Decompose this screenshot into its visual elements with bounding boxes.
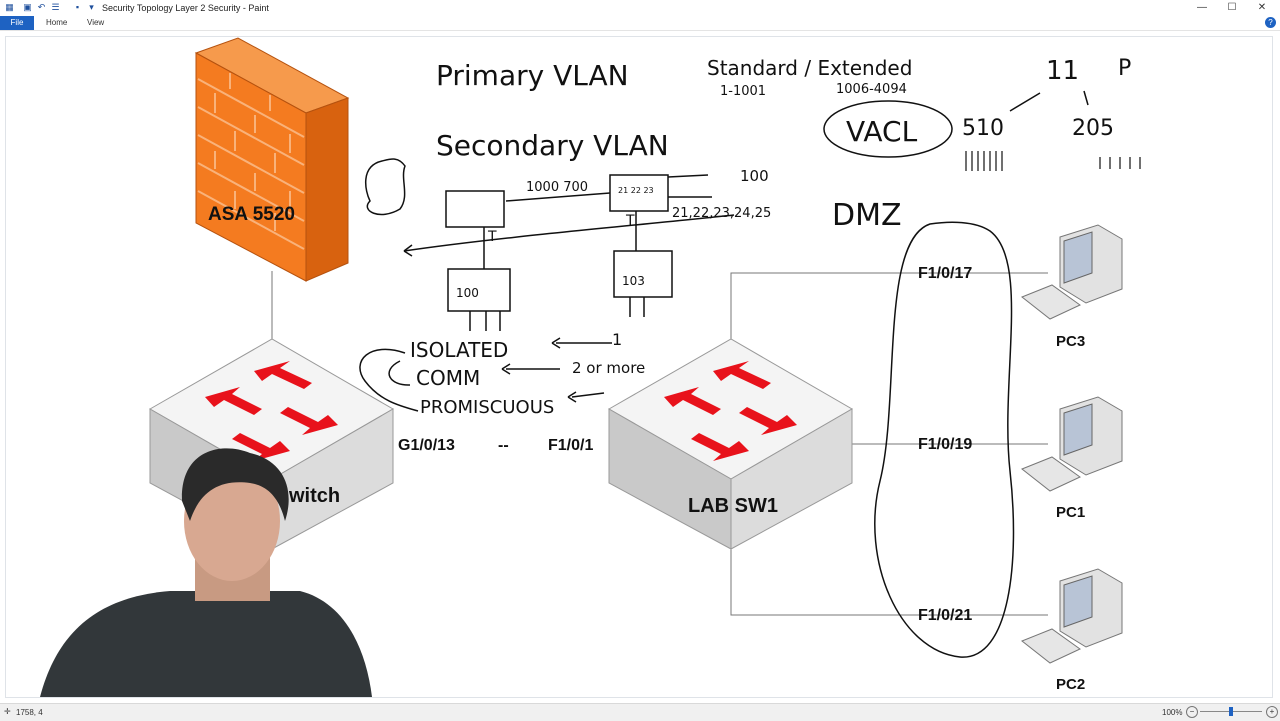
vlan-1000-700-note: 1000 700 bbox=[526, 180, 588, 195]
help-icon[interactable]: ? bbox=[1265, 17, 1276, 28]
trunk-t-left: T bbox=[487, 229, 497, 245]
zoom-in-button[interactable]: + bbox=[1266, 706, 1278, 718]
pc2-label: PC2 bbox=[1056, 676, 1085, 693]
lab-sw1-switch-icon: LAB SW1 bbox=[607, 338, 853, 550]
isolated-note: ISOLATED bbox=[410, 338, 508, 362]
pc1-label: PC1 bbox=[1056, 504, 1085, 521]
ribbon-tabs: File Home View ? bbox=[0, 16, 1280, 31]
tab-file[interactable]: File bbox=[0, 16, 34, 30]
standard-range-note: 1-1001 bbox=[720, 84, 766, 99]
pc1-icon: PC1 bbox=[1021, 396, 1123, 521]
left-switch-label: witch bbox=[288, 485, 340, 507]
ports-list-note: 21,22,23,24,25 bbox=[672, 206, 771, 221]
maximize-button[interactable]: ☐ bbox=[1227, 2, 1237, 13]
tally-marks bbox=[965, 151, 1141, 171]
close-button[interactable]: ✕ bbox=[1257, 2, 1267, 13]
primary-vlan-note: Primary VLAN bbox=[436, 59, 629, 92]
topology-diagram: ASA 5520 witch bbox=[40, 37, 1141, 697]
switch-103-note: 103 bbox=[622, 274, 645, 288]
link-right-port: F1/0/1 bbox=[548, 437, 593, 454]
zoom-out-button[interactable]: − bbox=[1186, 706, 1198, 718]
port-label-pc3: F1/0/17 bbox=[918, 265, 972, 282]
port-label-pc1: F1/0/19 bbox=[918, 436, 972, 453]
cursor-position: 1758, 4 bbox=[16, 708, 43, 717]
switch-100-note: 100 bbox=[456, 286, 479, 300]
pc3-label: PC3 bbox=[1056, 333, 1085, 350]
comm-note: COMM bbox=[416, 366, 480, 390]
small-numbers-note: 21 22 23 bbox=[618, 186, 654, 195]
cursor-position-icon: ✛ bbox=[4, 707, 11, 716]
two-or-more-note: 2 or more bbox=[572, 359, 645, 377]
handwritten-annotations bbox=[359, 90, 1089, 658]
handwritten-text: Primary VLAN Standard / Extended 1-1001 … bbox=[410, 56, 1131, 418]
trunk-t-right: T bbox=[625, 213, 635, 229]
presenter-webcam-overlay bbox=[40, 448, 372, 697]
number-100-note: 100 bbox=[740, 167, 769, 185]
pc3-icon: PC3 bbox=[1021, 224, 1123, 350]
p-note: P bbox=[1118, 56, 1131, 81]
secondary-vlan-note: Secondary VLAN bbox=[436, 129, 669, 162]
link-dashes: -- bbox=[498, 437, 509, 454]
vacl-note: VACL bbox=[846, 115, 918, 148]
firewall-icon: ASA 5520 bbox=[194, 37, 350, 282]
properties-icon[interactable]: ▪ bbox=[75, 2, 80, 12]
zoom-slider-thumb[interactable] bbox=[1229, 707, 1233, 716]
dmz-note: DMZ bbox=[832, 198, 902, 233]
window-title: Security Topology Layer 2 Security - Pai… bbox=[102, 3, 269, 13]
firewall-label: ASA 5520 bbox=[208, 204, 295, 225]
promiscuous-note: PROMISCUOUS bbox=[420, 397, 554, 418]
lab-sw1-label: LAB SW1 bbox=[688, 495, 778, 517]
save-icon[interactable]: ▣ bbox=[23, 2, 32, 12]
customize-quick-access-icon[interactable]: ▾ bbox=[89, 2, 94, 12]
redo-icon[interactable]: ☰ bbox=[51, 2, 60, 12]
number-205-note: 205 bbox=[1072, 116, 1114, 141]
undo-icon[interactable]: ↶ bbox=[37, 2, 46, 12]
link-left-port: G1/0/13 bbox=[398, 437, 455, 454]
title-bar: ▦ ▣ ↶ ☰ ▪ ▾ Security Topology Layer 2 Se… bbox=[0, 0, 1280, 16]
port-label-pc2: F1/0/21 bbox=[918, 607, 972, 624]
drawing-canvas[interactable]: ASA 5520 witch bbox=[5, 36, 1273, 698]
tab-home[interactable]: Home bbox=[46, 18, 68, 27]
number-510-note: 510 bbox=[962, 116, 1004, 141]
arrow-1-note: 1 bbox=[612, 330, 622, 349]
status-bar: ✛ 1758, 4 100% − + bbox=[0, 703, 1280, 721]
tab-view[interactable]: View bbox=[87, 18, 105, 27]
canvas-area: ASA 5520 witch bbox=[0, 31, 1280, 703]
standard-extended-note: Standard / Extended bbox=[707, 56, 912, 80]
number-11-note: 11 bbox=[1046, 56, 1079, 86]
pc2-icon: PC2 bbox=[1021, 568, 1123, 693]
zoom-level: 100% bbox=[1162, 708, 1183, 717]
paint-app-icon: ▦ bbox=[5, 2, 14, 12]
extended-range-note: 1006-4094 bbox=[836, 82, 907, 97]
minimize-button[interactable]: — bbox=[1197, 2, 1207, 13]
